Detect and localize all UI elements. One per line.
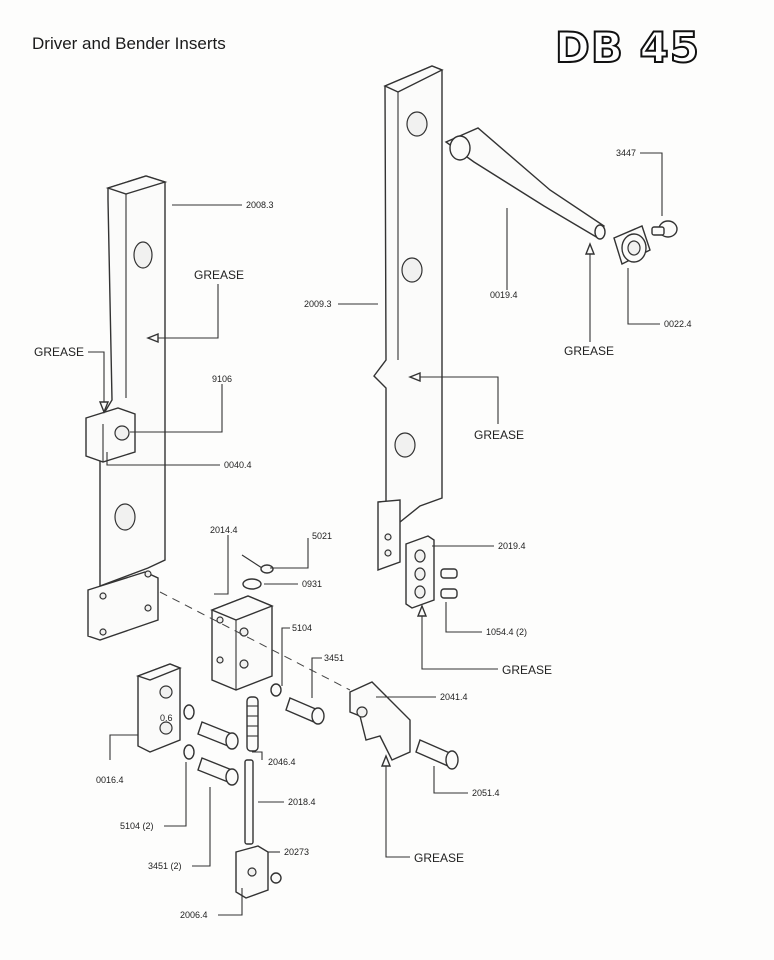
grease-label-1: GREASE [194,268,244,282]
label-2019-4: 2019.4 [498,541,526,551]
leader-lines [106,152,663,916]
screws-3451-pair [197,721,239,786]
rod-2018-4 [244,759,254,845]
grease-label-5: GREASE [502,663,552,677]
grease-label-4: GREASE [564,344,614,358]
shaft-0019-4 [444,127,606,240]
washer-5104-b [183,744,195,760]
label-0931: 0931 [302,579,322,589]
block-2006-4 [235,845,269,899]
label-2018-4: 2018.4 [288,797,316,807]
label-9106: 9106 [212,374,232,384]
label-2008-3: 2008.3 [246,200,274,210]
label-0022-4: 0022.4 [664,319,692,329]
driver-bar-2008-3 [87,175,168,641]
screws-1054-4 [440,568,458,599]
nut-20273 [270,872,282,884]
label-3451-2: 3451 (2) [148,861,182,871]
label-2041-4: 2041.4 [440,692,468,702]
washer-5104 [270,683,282,697]
grease-label-2: GREASE [34,345,84,359]
screw-2051-4 [415,739,459,770]
label-1054-4: 1054.4 (2) [486,627,527,637]
set-screw-3447 [651,220,678,238]
page-title: Driver and Bender Inserts [32,34,226,53]
grease-label-3: GREASE [474,428,524,442]
label-3451: 3451 [324,653,344,663]
bender-bar-2009-3 [373,65,444,571]
insert-0040-4 [85,407,136,463]
label-0019-4: 0019.4 [490,290,518,300]
block-2014-4 [210,595,274,691]
washer-5104-a [183,704,195,720]
bracket-2041-4 [349,681,411,761]
label-2051-4: 2051.4 [472,788,500,798]
label-3447: 3447 [616,148,636,158]
label-5104: 5104 [292,623,312,633]
label-2046-4: 2046.4 [268,757,296,767]
nut-0022-4 [613,225,651,265]
grease-arrows [88,242,596,858]
label-0-6: 0.6 [160,713,173,723]
label-5104-2: 5104 (2) [120,821,154,831]
insert-plate-2019-4 [405,535,435,609]
assembly-axis-line [159,591,351,691]
spring-2046-4 [246,696,259,752]
washer-0931 [242,578,262,590]
label-0040-4: 0040.4 [224,460,252,470]
block-0016-4 [135,663,182,753]
grease-label-6: GREASE [414,851,464,865]
label-20273: 20273 [284,847,309,857]
label-0016-4: 0016.4 [96,775,124,785]
model-badge: DB 45 [555,23,700,72]
screw-3451 [285,697,325,725]
label-2006-4: 2006.4 [180,910,208,920]
pin-5021 [241,554,274,574]
label-2009-3: 2009.3 [304,299,332,309]
label-5021: 5021 [312,531,332,541]
label-2014-4: 2014.4 [210,525,238,535]
